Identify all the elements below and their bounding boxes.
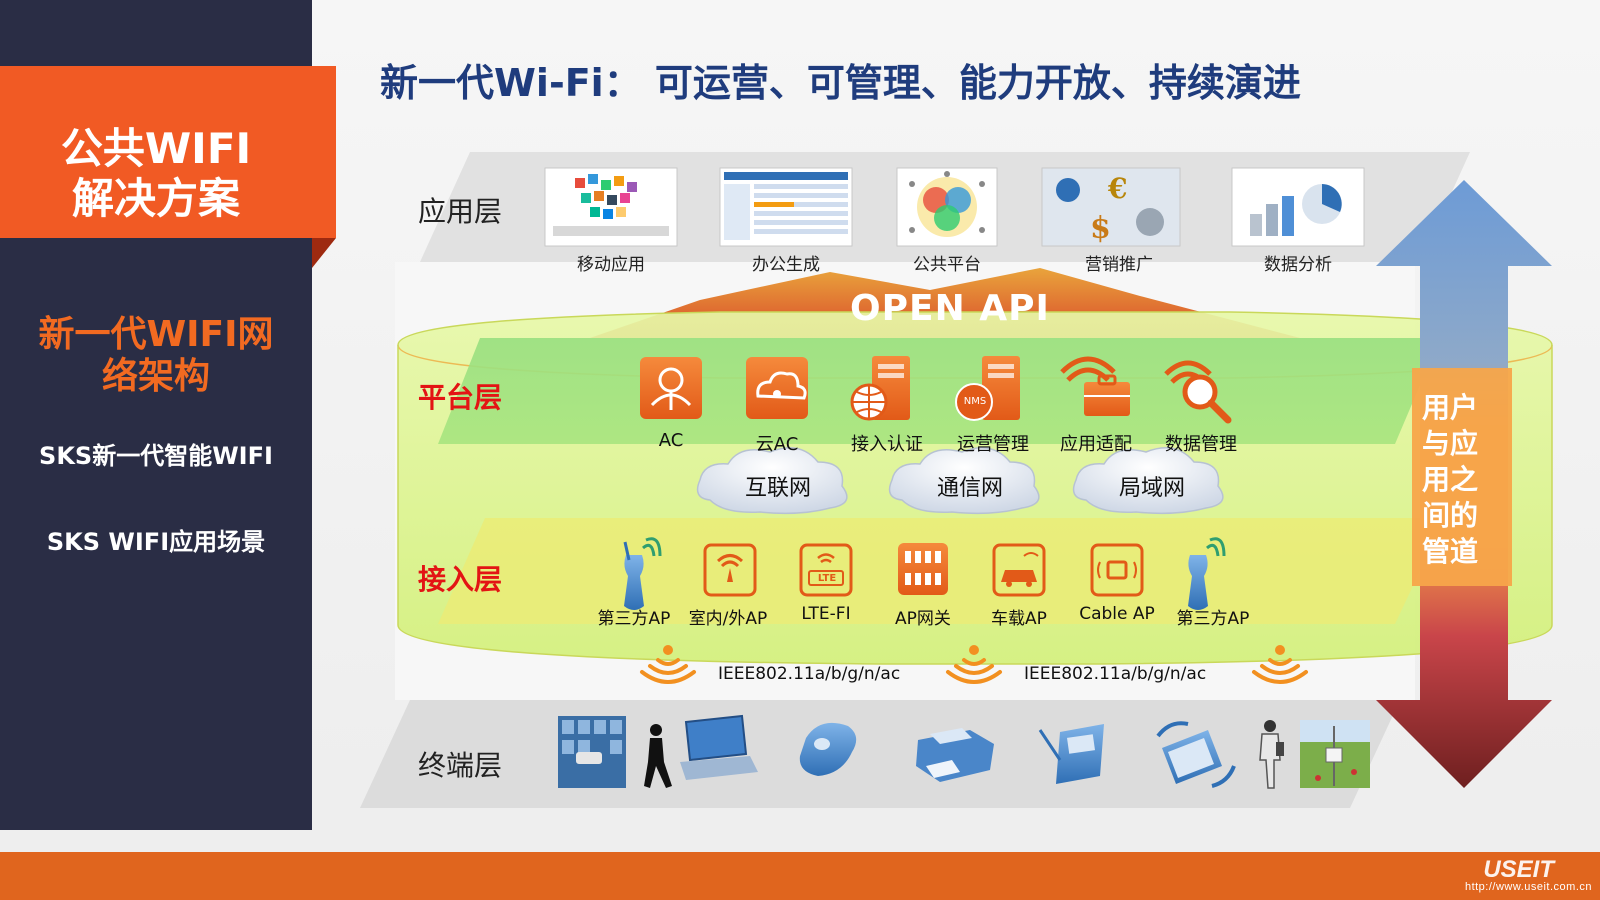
access-caption-third-party-ap-2: 第三方AP [1176,609,1250,629]
access-caption-ap-gateway: AP网关 [895,609,951,629]
platform-caption-ac: AC [658,430,684,451]
brand-title-line2: 解决方案 [71,174,240,223]
page-title: 新一代Wi-Fi： 可运营、可管理、能力开放、持续演进 [380,61,1301,105]
platform-caption-adapter: 应用适配 [1060,434,1132,455]
access-caption-vehicle-ap: 车载AP [991,609,1047,629]
sidebar-item-smart-wifi[interactable]: SKS新一代智能WIFI [39,442,273,470]
app-caption-platform: 公共平台 [913,255,981,275]
sidebar-section-title-line1: 新一代WIFI网 [38,314,274,355]
footer-bar [0,852,1600,900]
ieee-label-2: IEEE802.11a/b/g/n/ac [1024,664,1207,684]
nms-text: NMS [963,396,987,407]
platform-caption-cloud-ac: 云AC [755,434,799,455]
brand-tag-fold [312,238,336,268]
pipeline-label-line: 与应 [1421,427,1478,460]
app-caption-marketing: 营销推广 [1085,255,1153,275]
pipeline-label-line: 用户 [1421,391,1478,424]
pipeline-label: 用户 与应 用之 间的 管道 [1418,390,1482,570]
platform-layer-label: 平台层 [418,381,503,414]
open-api-label: OPEN API [850,288,1050,329]
sidebar-item-wifi-scenarios[interactable]: SKS WIFI应用场景 [46,528,266,556]
application-layer-label: 应用层 [418,195,503,228]
cloud-label-telecom: 通信网 [936,476,1003,501]
app-caption-mobile: 移动应用 [577,255,645,275]
platform-caption-data: 数据管理 [1165,434,1237,455]
sidebar-section-title[interactable]: 新一代WIFI网 络架构 [20,314,292,398]
brand-title: 公共WIFI 解决方案 [0,124,312,224]
app-caption-analysis: 数据分析 [1264,255,1332,275]
access-caption-lte-fi: LTE-FI [801,604,851,624]
cloud-label-lan: 局域网 [1118,476,1185,501]
platform-caption-ops: 运营管理 [957,434,1029,455]
watermark-url: http://www.useit.com.cn [1464,881,1592,893]
access-caption-cable-ap: Cable AP [1079,604,1155,624]
brand-title-line1: 公共WIFI [60,124,252,173]
platform-caption-auth: 接入认证 [851,434,923,455]
cloud-label-internet: 互联网 [744,476,811,501]
pipeline-label-line: 间的 [1421,499,1478,532]
access-layer-label: 接入层 [418,563,503,596]
lte-text: LTE [817,573,837,584]
brand-tag [0,66,336,238]
sidebar-section-title-line2: 络架构 [101,356,210,397]
access-caption-third-party-ap: 第三方AP [597,609,671,629]
app-caption-office: 办公生成 [752,255,820,275]
access-caption-indoor-outdoor-ap: 室内/外AP [688,609,768,629]
ieee-label-1: IEEE802.11a/b/g/n/ac [718,664,901,684]
pipeline-label-line: 管道 [1421,535,1478,568]
watermark-logo: USEIT [1483,856,1554,883]
pipeline-label-line: 用之 [1421,463,1478,496]
terminal-layer-label: 终端层 [418,749,503,782]
